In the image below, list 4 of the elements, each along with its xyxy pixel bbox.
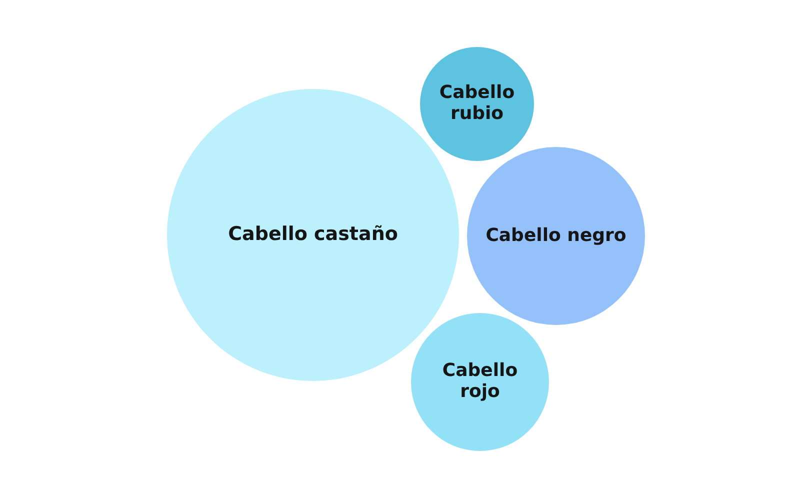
bubble-label: Cabello negro xyxy=(486,226,626,246)
bubble-label: Cabello rubio xyxy=(438,83,516,125)
bubble-label: Cabello rojo xyxy=(441,361,519,403)
bubble-label: Cabello castaño xyxy=(228,224,398,246)
